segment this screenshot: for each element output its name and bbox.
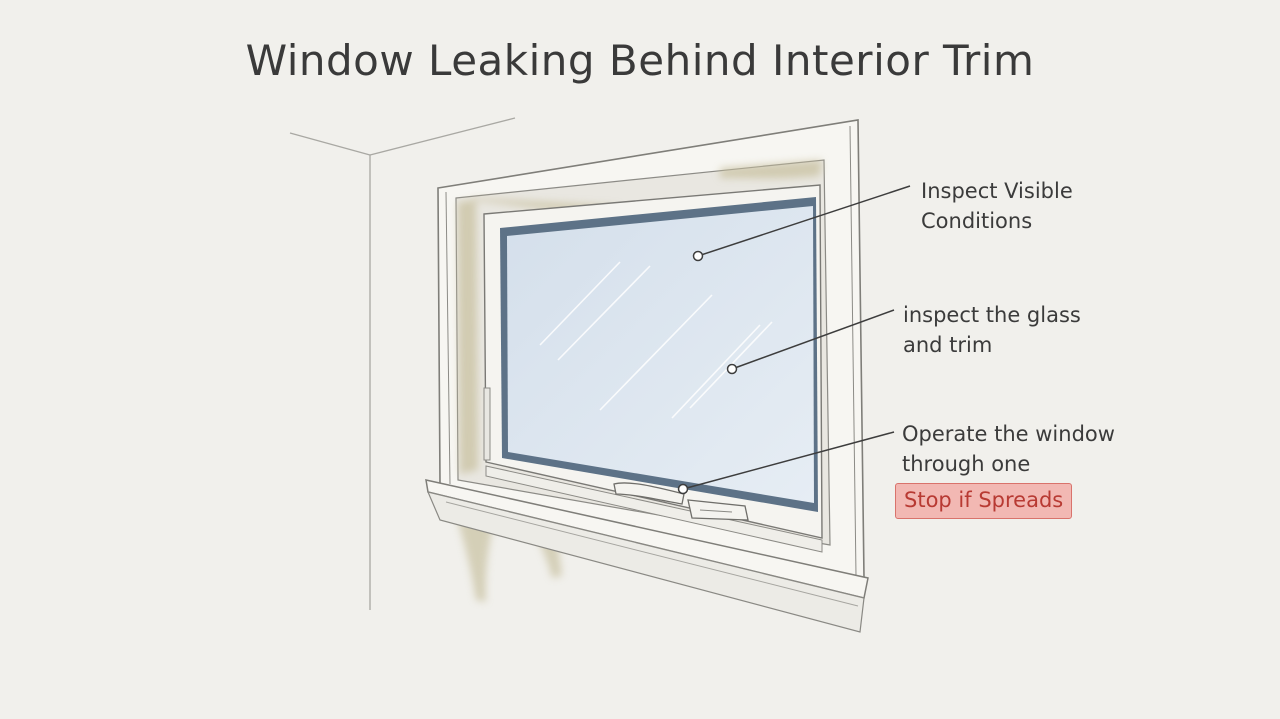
window-sill [425,465,869,633]
leader-lines [682,185,911,490]
callout-line: through one [902,452,1031,476]
callout-inspect-glass: inspect the glass and trim [903,300,1081,360]
callout-marker-glass [726,363,738,375]
diagram-title: Window Leaking Behind Interior Trim [245,36,1035,85]
callout-line: and trim [903,333,993,357]
callout-operate-window: Operate the window through one [902,419,1115,479]
window-glass [507,206,814,503]
callout-marker-conditions [692,250,704,262]
callout-line: Operate the window [902,422,1115,446]
callout-marker-operate [677,483,689,495]
callout-inspect-conditions: Inspect Visible Conditions [921,176,1073,236]
warning-badge: Stop if Spreads [895,483,1073,519]
leader-dots [677,250,738,495]
room-corner [289,117,516,610]
callout-line: Conditions [921,209,1033,233]
crank-handle-icon [613,482,749,521]
callout-line: Inspect Visible [921,179,1073,203]
callout-line: inspect the glass [903,303,1081,327]
jamb-strip [483,387,491,461]
